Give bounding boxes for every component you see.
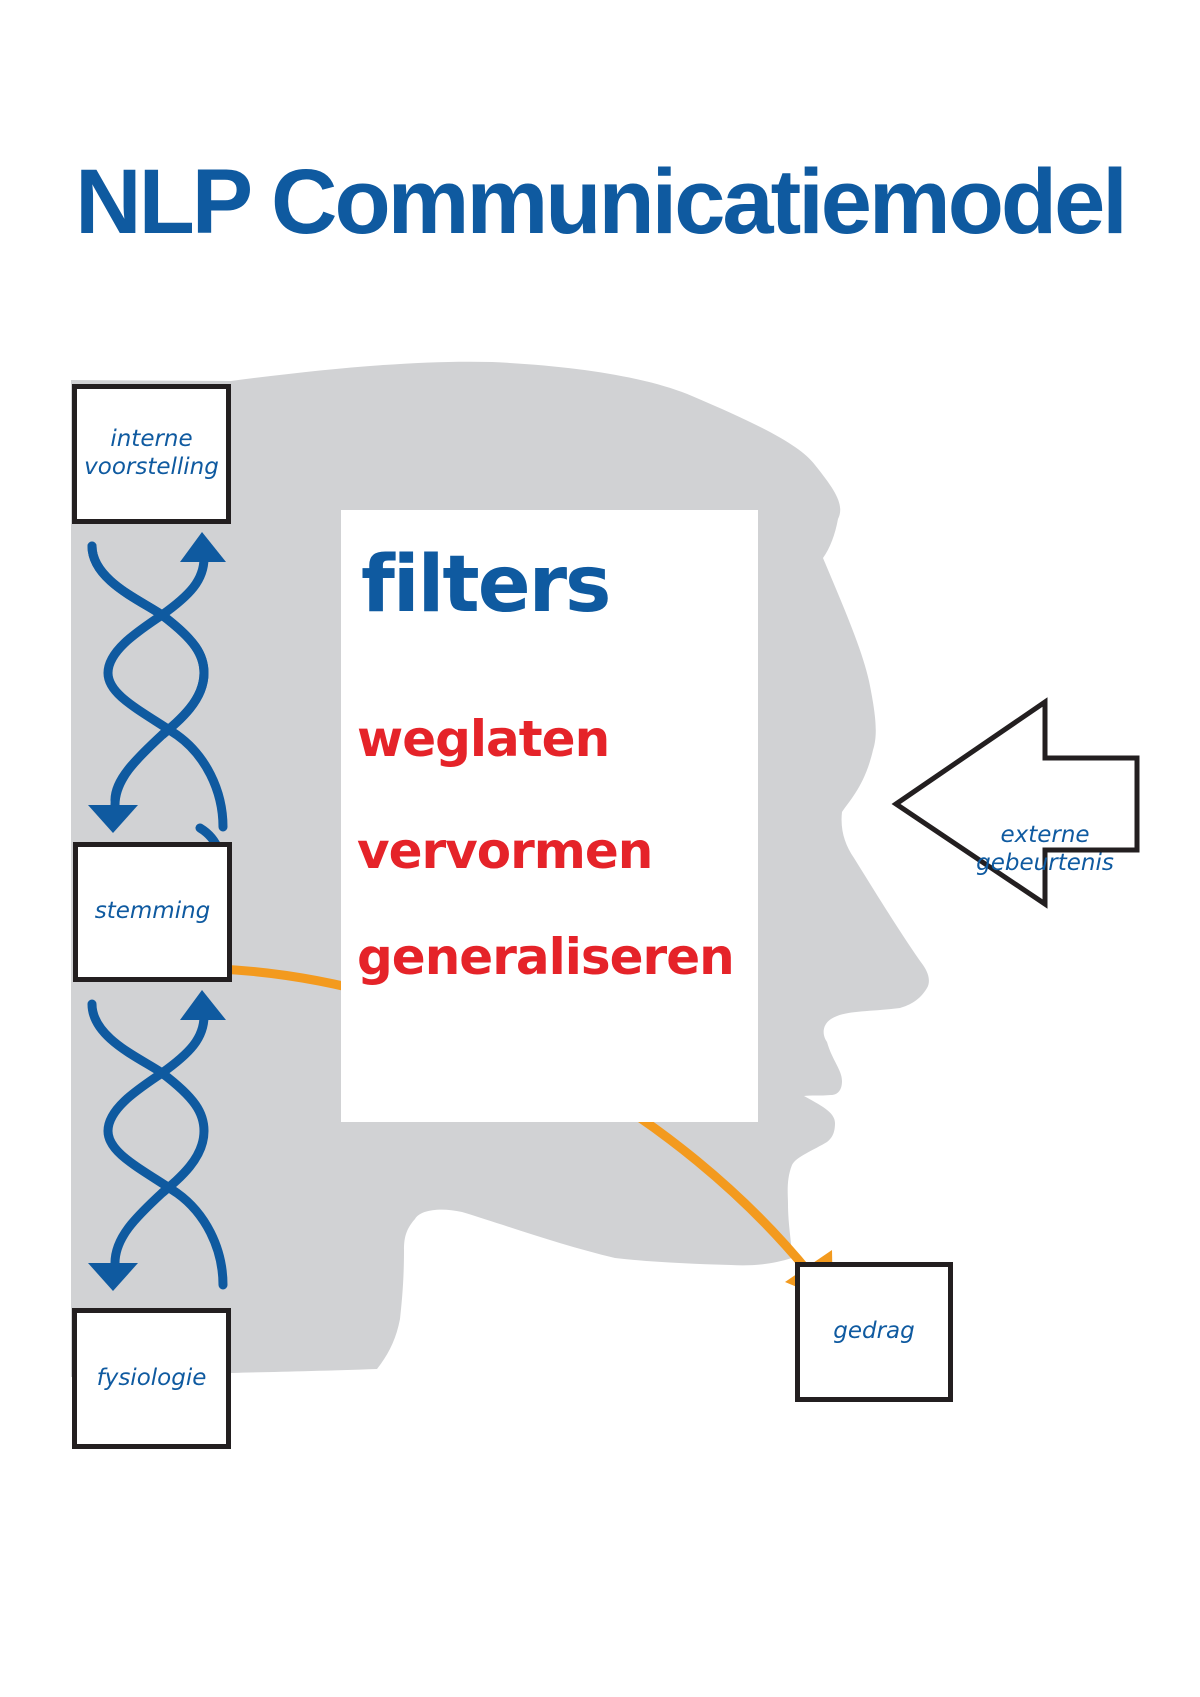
filters-heading: filters xyxy=(361,540,611,630)
box-gedrag: gedrag xyxy=(795,1262,953,1402)
filters-panel: filters weglaten vervormen generaliseren xyxy=(341,510,758,1122)
arrowhead-up-icon xyxy=(180,532,226,562)
page-title: NLP Communicatiemodel xyxy=(75,151,1128,253)
filter-vervormen: vervormen xyxy=(357,822,653,880)
box-fysiologie: fysiologie xyxy=(72,1308,231,1449)
external-event-arrow xyxy=(891,697,1140,909)
twist-arrow-down xyxy=(87,541,209,810)
filter-generaliseren: generaliseren xyxy=(357,928,735,986)
arrowhead-down-icon xyxy=(88,805,138,833)
filter-weglaten: weglaten xyxy=(357,710,610,768)
box-label: gedrag xyxy=(833,1318,915,1345)
box-interne-voorstelling: interne voorstelling xyxy=(72,384,231,524)
external-event-label: externe gebeurtenis xyxy=(976,822,1114,876)
box-label: interne voorstelling xyxy=(84,426,219,480)
box-stemming: stemming xyxy=(73,842,232,982)
box-label: stemming xyxy=(94,898,211,925)
twist-arrow-up xyxy=(103,553,228,832)
box-label: fysiologie xyxy=(96,1364,207,1391)
